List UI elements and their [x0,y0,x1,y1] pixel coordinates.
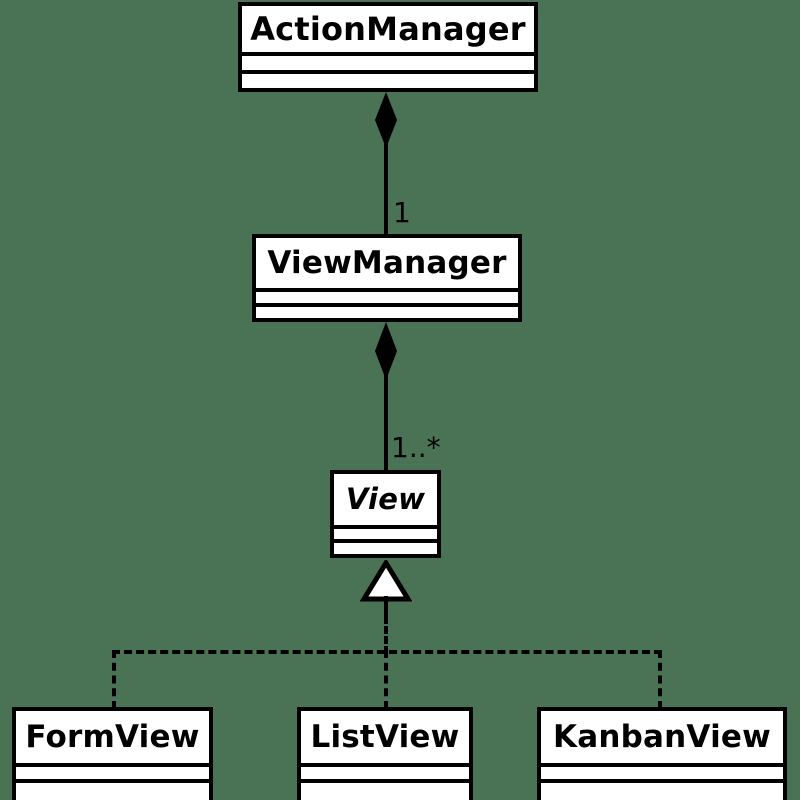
edge-viewmanager-view [384,372,388,472]
class-attributes-view [334,525,437,539]
class-attributes-kanbanview [541,763,783,779]
class-title-actionmanager: ActionManager [250,9,526,48]
class-attributes-formview [16,763,209,779]
class-title-view: View [345,482,426,516]
class-box-formview[interactable]: FormView [12,707,213,800]
edge-actionmanager-viewmanager [384,140,388,236]
multiplicity-label-1-to-many: 1..* [391,431,441,464]
edge-dashed-to-formview [112,650,116,709]
class-title-formview: FormView [25,718,200,755]
class-box-actionmanager[interactable]: ActionManager [238,2,538,92]
class-box-viewmanager[interactable]: ViewManager [252,234,522,322]
class-operations-view [334,539,437,553]
edge-dashed-to-listview [384,650,388,709]
composition-diamond-actionmanager-viewmanager [375,92,397,148]
class-attributes-viewmanager [256,288,518,303]
class-title-kanbanview: KanbanView [553,718,771,755]
multiplicity-label-1: 1 [393,196,411,229]
class-operations-kanbanview [541,779,783,795]
class-operations-viewmanager [256,303,518,318]
edge-dashed-view-stem [384,616,388,654]
class-operations-formview [16,779,209,795]
edge-view-to-subclass-tree-stem [384,596,388,620]
class-attributes-actionmanager [242,51,534,70]
class-box-kanbanview[interactable]: KanbanView [537,707,787,800]
class-operations-listview [301,779,469,795]
class-title-viewmanager: ViewManager [267,244,507,281]
edge-dashed-to-kanbanview [658,650,662,709]
class-box-view[interactable]: View [330,470,441,558]
class-attributes-listview [301,763,469,779]
class-box-listview[interactable]: ListView [297,707,473,800]
class-title-listview: ListView [310,718,460,755]
composition-diamond-viewmanager-view [375,322,397,380]
class-operations-actionmanager [242,69,534,88]
